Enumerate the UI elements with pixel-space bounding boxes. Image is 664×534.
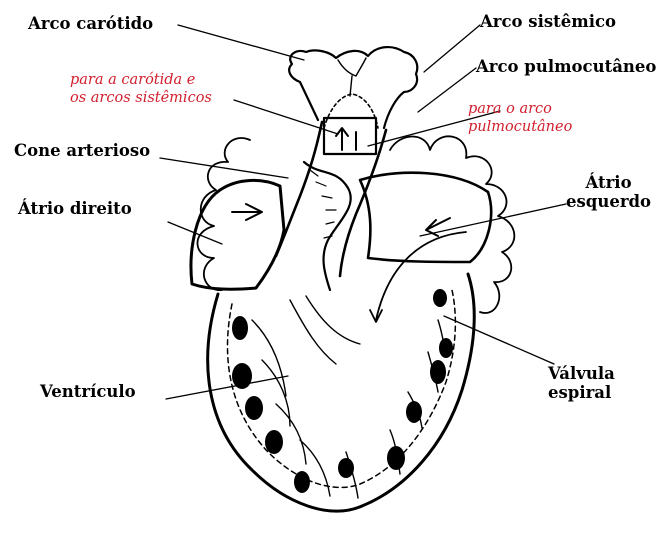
outer-lobed-outline-right	[390, 136, 514, 313]
label-atrio-direito: Átrio direito	[18, 199, 132, 218]
right-atrium-arrow	[232, 204, 262, 220]
conus-tube-right	[340, 130, 386, 276]
left-atrium-flow-head	[370, 310, 382, 322]
conus-box	[324, 118, 376, 154]
ventricle-flow-lines	[290, 296, 360, 364]
label-arco-pulmocutaneo: Arco pulmocutâneo	[476, 57, 656, 76]
label-atrio-esquerdo: Átrio esquerdo	[566, 173, 651, 211]
spiral-valve-hatch	[310, 170, 336, 238]
spiral-valve	[304, 162, 351, 290]
arch-split-line	[338, 58, 366, 96]
left-atrium-outline	[360, 173, 491, 262]
label-ventriculo: Ventrículo	[40, 382, 136, 401]
conus-arrow	[336, 128, 356, 150]
label-arco-sistemico: Arco sistêmico	[480, 12, 616, 31]
label-arco-carotido: Arco carótido	[28, 14, 153, 33]
leader-lines	[160, 25, 566, 399]
label-valvula-espiral: Válvula espiral	[548, 364, 615, 402]
left-atrium-flow	[376, 232, 466, 320]
arterial-arch-outline	[289, 47, 417, 128]
outer-lobed-outline-left	[197, 138, 250, 290]
ventricle-inner-outline	[228, 290, 456, 487]
arch-inner-line	[324, 94, 378, 128]
label-para-arco: para o arco pulmocutâneo	[468, 100, 572, 136]
label-para-carotida: para a carótida e os arcos sistêmicos	[70, 71, 212, 107]
label-cone-arterioso: Cone arterioso	[14, 141, 150, 160]
